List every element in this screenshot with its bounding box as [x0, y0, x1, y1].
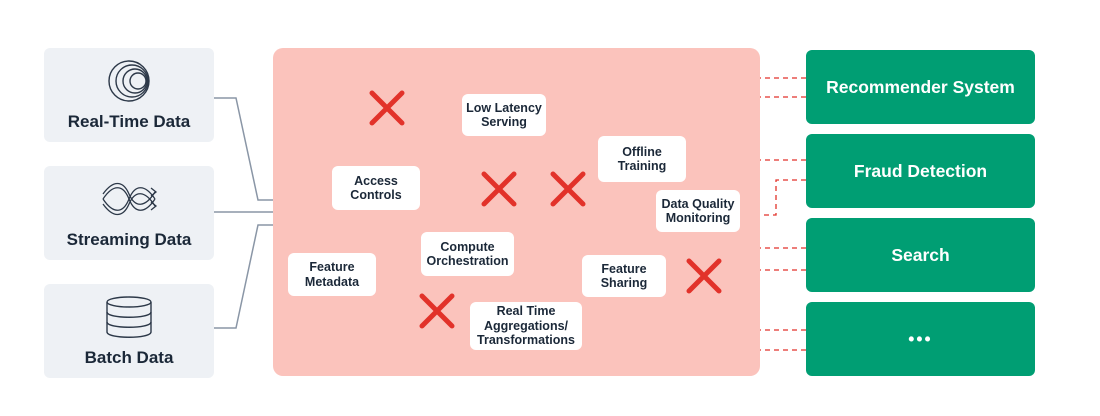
node-feature-sharing: Feature Sharing — [582, 255, 666, 297]
source-batch-data: Batch Data — [44, 284, 214, 378]
source-label: Batch Data — [84, 348, 174, 367]
cross-icon — [481, 171, 517, 207]
source-real-time-data: Real-Time Data — [44, 48, 214, 142]
node-real-time-aggregations: Real Time Aggregations/ Transformations — [470, 302, 582, 350]
node-low-latency-serving: Low Latency Serving — [462, 94, 546, 136]
source-label: Real-Time Data — [67, 112, 191, 131]
cross-icon — [419, 293, 455, 329]
source-streaming-data: Streaming Data — [44, 166, 214, 260]
node-data-quality-monitoring: Data Quality Monitoring — [656, 190, 740, 232]
cross-icon — [369, 90, 405, 126]
database-icon — [106, 296, 152, 338]
streaming-waves-icon — [102, 182, 158, 216]
node-feature-metadata: Feature Metadata — [288, 253, 376, 296]
destination-fraud-detection: Fraud Detection — [806, 134, 1035, 208]
destination-search: Search — [806, 218, 1035, 292]
cross-icon — [550, 171, 586, 207]
node-offline-training: Offline Training — [598, 136, 686, 182]
destination-more: ••• — [806, 302, 1035, 376]
source-label: Streaming Data — [66, 230, 192, 249]
node-compute-orchestration: Compute Orchestration — [421, 232, 514, 276]
node-access-controls: Access Controls — [332, 166, 420, 210]
concentric-circles-icon — [108, 60, 150, 102]
destination-recommender-system: Recommender System — [806, 50, 1035, 124]
cross-icon — [686, 258, 722, 294]
